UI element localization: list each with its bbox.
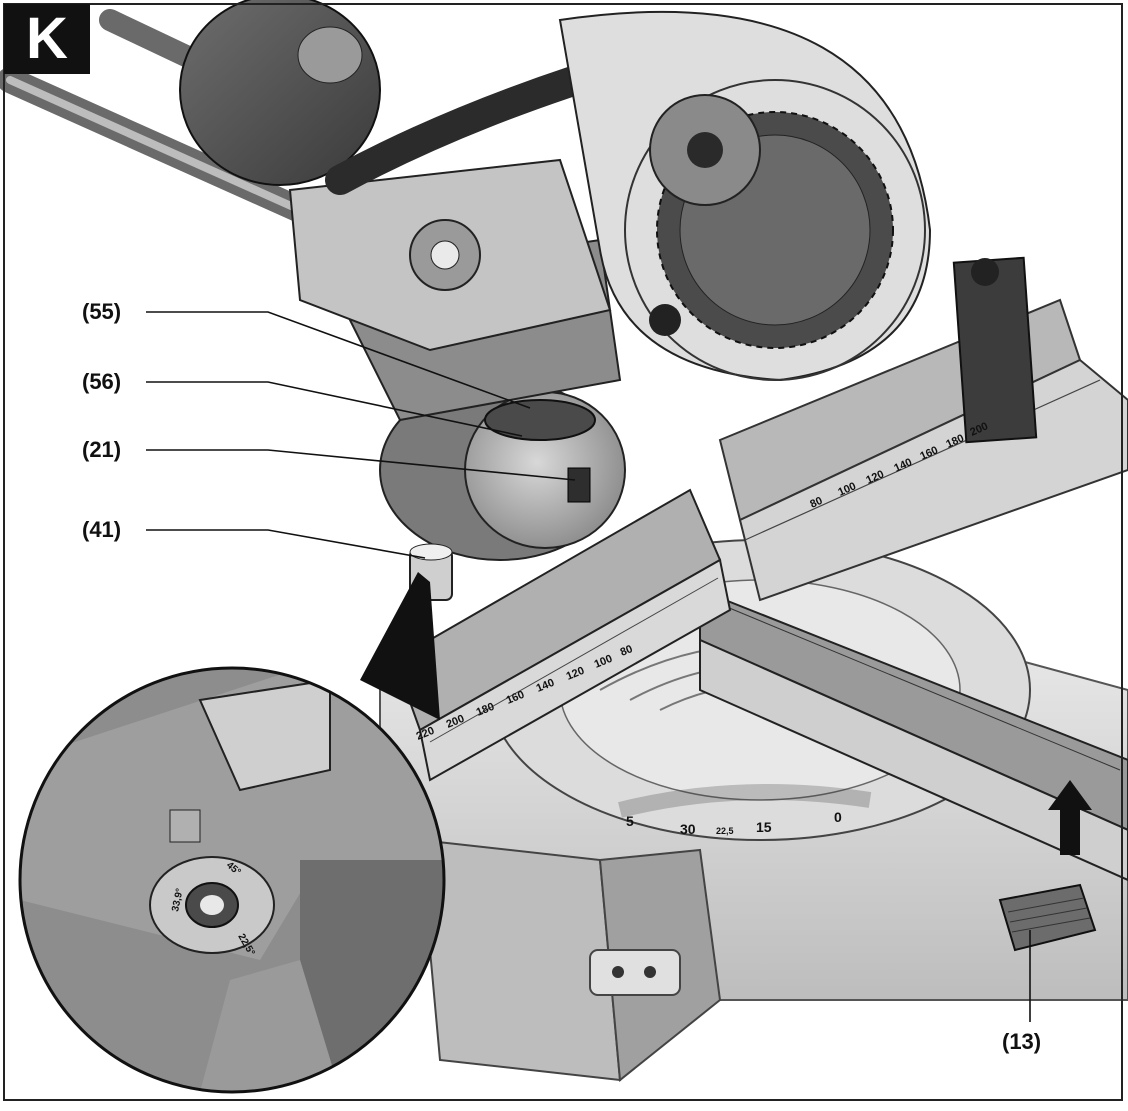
mitre-scale: 5 30 22,5 15 0 xyxy=(626,809,842,837)
front-scale-label: 80 xyxy=(619,643,635,659)
leader-line-55 xyxy=(146,311,531,409)
leader-lines xyxy=(146,311,1031,1022)
mitre-scale-label: 0 xyxy=(834,809,842,825)
mitre-scale-label: 15 xyxy=(756,819,772,835)
front-fence xyxy=(393,488,732,782)
callout-label-56: (56) xyxy=(82,369,122,394)
zoom-inset xyxy=(18,572,446,1094)
saw-head xyxy=(0,0,655,352)
figure-frame xyxy=(3,3,1123,1101)
leader-line-21 xyxy=(146,449,576,481)
mitre-scale-label: 30 xyxy=(680,821,696,837)
rear-scale-label: 80 xyxy=(808,495,824,511)
lever-13 xyxy=(998,780,1097,952)
callout-label-13: (13) xyxy=(1002,1029,1042,1054)
stop-knob-label: 33,9° xyxy=(170,887,186,912)
figure-letter: K xyxy=(26,6,68,71)
callout-label-21: (21) xyxy=(82,437,122,462)
mitre-scale-label: 5 xyxy=(626,813,634,829)
leader-line-41 xyxy=(146,529,426,559)
blade-guard xyxy=(558,10,932,382)
callout-label-41: (41) xyxy=(82,517,122,542)
rear-fence xyxy=(718,256,1128,602)
leader-line-56 xyxy=(146,381,523,437)
figure-letter-box xyxy=(4,4,90,74)
callout-label-55: (55) xyxy=(82,299,122,324)
mitre-scale-label: 22,5 xyxy=(716,826,734,836)
